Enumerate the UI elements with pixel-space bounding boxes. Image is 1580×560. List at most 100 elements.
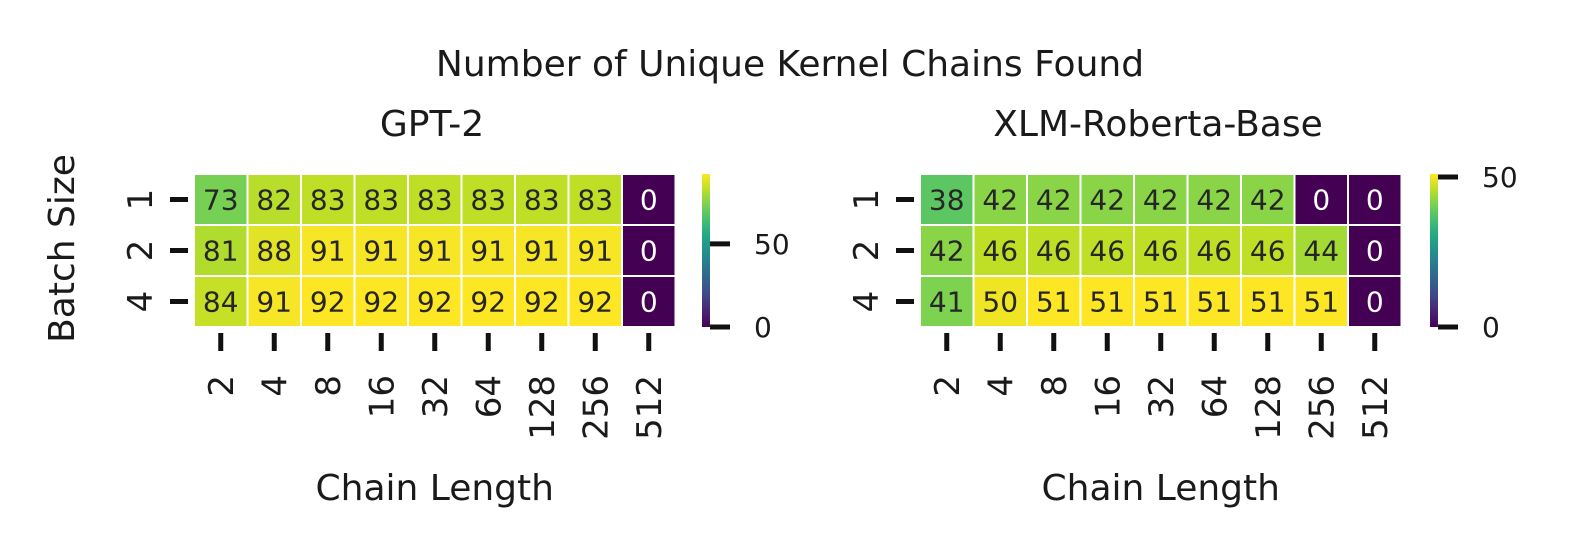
cell-value-label: 51 xyxy=(1036,286,1072,319)
heatmap-cell xyxy=(407,224,463,277)
cell-value-label: 91 xyxy=(363,235,399,268)
cell-value-label: 88 xyxy=(256,235,292,268)
cell-value-label: 83 xyxy=(470,184,506,217)
figure-title: Number of Unique Kernel Chains Found xyxy=(436,44,1144,85)
cell-value-label: 0 xyxy=(1366,184,1384,217)
cell-value-label: 44 xyxy=(1303,235,1339,268)
cell-value-label: 92 xyxy=(577,286,613,319)
cell-value-label: 91 xyxy=(470,235,506,268)
cell-value-label: 91 xyxy=(524,235,560,268)
cell-value-label: 92 xyxy=(417,286,453,319)
colorbar-tick-label: 0 xyxy=(754,311,772,344)
x-tick-label: 2 xyxy=(202,375,242,397)
heatmap-cell xyxy=(514,275,570,328)
colorbar-tick-label: 50 xyxy=(754,228,790,261)
cell-value-label: 83 xyxy=(524,184,560,217)
cell-value-label: 46 xyxy=(1250,235,1286,268)
panel-title: GPT-2 xyxy=(380,104,484,145)
heatmap-cell xyxy=(972,173,1028,226)
cell-value-label: 46 xyxy=(1089,235,1125,268)
x-tick-label: 8 xyxy=(1035,375,1075,397)
x-tick-label: 512 xyxy=(1356,375,1396,440)
heatmap-cell xyxy=(1026,275,1082,328)
heatmap-cell xyxy=(300,275,356,328)
heatmap-cell xyxy=(1133,275,1189,328)
cell-value-label: 83 xyxy=(577,184,613,217)
x-tick-label: 4 xyxy=(981,375,1021,397)
cell-value-label: 46 xyxy=(1036,235,1072,268)
x-tick-label: 16 xyxy=(1088,375,1128,418)
cell-value-label: 0 xyxy=(1312,184,1330,217)
y-tick-label: 4 xyxy=(121,291,161,313)
x-axis-label: Chain Length xyxy=(1042,468,1280,509)
cell-value-label: 0 xyxy=(640,286,658,319)
y-tick-label: 4 xyxy=(847,291,887,313)
heatmap-cell xyxy=(919,275,975,328)
heatmap-cell xyxy=(1186,173,1242,226)
colorbar xyxy=(1430,174,1438,327)
cell-value-label: 46 xyxy=(982,235,1018,268)
cell-value-label: 46 xyxy=(1196,235,1232,268)
heatmap-cell xyxy=(193,275,249,328)
heatmap-cell xyxy=(1293,173,1349,226)
colorbar-tick-label: 50 xyxy=(1482,161,1518,194)
colorbar-tick-label: 0 xyxy=(1482,311,1500,344)
cell-value-label: 73 xyxy=(203,184,239,217)
heatmap-cell xyxy=(1240,275,1296,328)
cell-value-label: 82 xyxy=(256,184,292,217)
x-tick-label: 256 xyxy=(1302,375,1342,440)
panel-title: XLM-Roberta-Base xyxy=(993,104,1323,145)
cell-value-label: 0 xyxy=(640,235,658,268)
y-axis-label: Batch Size xyxy=(42,154,83,343)
heatmap-cell xyxy=(514,224,570,277)
cell-value-label: 0 xyxy=(1366,235,1384,268)
cell-value-label: 51 xyxy=(1196,286,1232,319)
x-tick-label: 128 xyxy=(523,375,563,440)
cell-value-label: 42 xyxy=(1036,184,1072,217)
x-tick-label: 64 xyxy=(1195,375,1235,418)
cell-value-label: 42 xyxy=(1250,184,1286,217)
x-tick-label: 16 xyxy=(362,375,402,418)
cell-value-label: 91 xyxy=(577,235,613,268)
heatmap-cell xyxy=(1293,275,1349,328)
x-tick-label: 4 xyxy=(255,375,295,397)
heatmap-cell xyxy=(1240,173,1296,226)
x-tick-label: 512 xyxy=(630,375,670,440)
y-tick-label: 1 xyxy=(121,189,161,211)
heatmap-cell xyxy=(300,224,356,277)
x-tick-label: 2 xyxy=(928,375,968,397)
cell-value-label: 42 xyxy=(929,235,965,268)
cell-value-label: 83 xyxy=(310,184,346,217)
heatmap-cell xyxy=(1347,275,1403,328)
heatmap-cell xyxy=(1347,224,1403,277)
heatmap-cell xyxy=(193,224,249,277)
cell-value-label: 91 xyxy=(417,235,453,268)
x-tick-label: 128 xyxy=(1249,375,1289,440)
y-tick-label: 2 xyxy=(847,240,887,262)
heatmap-cell xyxy=(567,173,623,226)
cell-value-label: 92 xyxy=(524,286,560,319)
x-tick-label: 8 xyxy=(309,375,349,397)
y-tick-label: 2 xyxy=(121,240,161,262)
cell-value-label: 51 xyxy=(1143,286,1179,319)
heatmap-cell xyxy=(246,275,302,328)
cell-value-label: 83 xyxy=(417,184,453,217)
heatmap-cell xyxy=(1079,173,1135,226)
x-axis-label: Chain Length xyxy=(316,468,554,509)
cell-value-label: 84 xyxy=(203,286,239,319)
cell-value-label: 42 xyxy=(1196,184,1232,217)
cell-value-label: 91 xyxy=(310,235,346,268)
x-tick-label: 256 xyxy=(576,375,616,440)
heatmap-cell xyxy=(621,224,677,277)
cell-value-label: 92 xyxy=(310,286,346,319)
cell-value-label: 51 xyxy=(1303,286,1339,319)
cell-value-label: 91 xyxy=(256,286,292,319)
cell-value-label: 41 xyxy=(929,286,965,319)
cell-value-label: 46 xyxy=(1143,235,1179,268)
heatmap-cell xyxy=(567,224,623,277)
cell-value-label: 92 xyxy=(470,286,506,319)
x-tick-label: 64 xyxy=(469,375,509,418)
heatmap-cell xyxy=(460,173,516,226)
